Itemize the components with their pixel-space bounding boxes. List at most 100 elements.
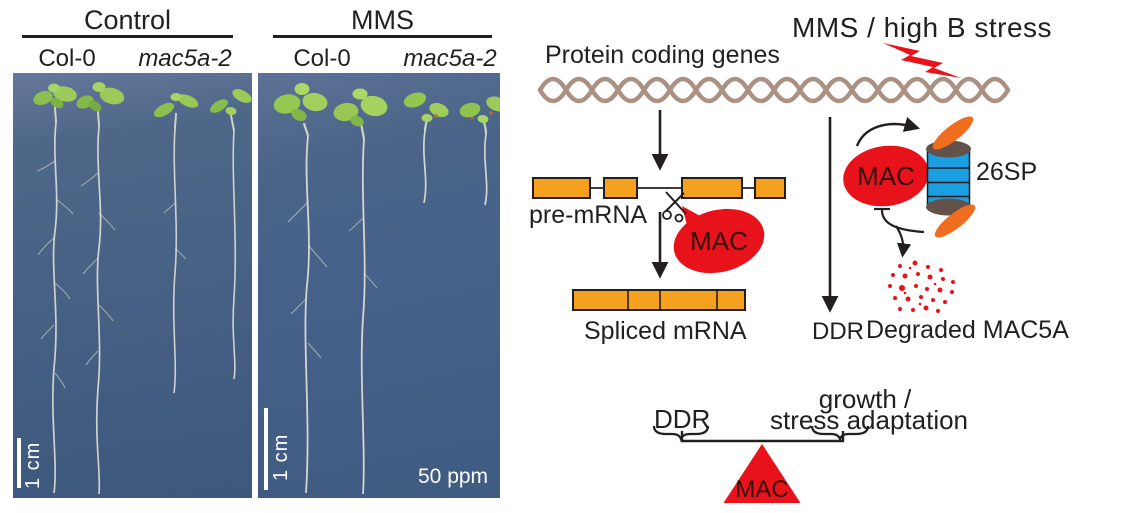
leaf: [459, 102, 481, 118]
spliced-mrna-label: Spliced mRNA: [584, 317, 747, 345]
genotype-label-col0-mms: Col-0: [293, 45, 351, 72]
mac-blob: [673, 208, 765, 274]
dna-helix-icon: [537, 76, 1011, 104]
proteasome-barrel: [926, 148, 971, 208]
primary-root: [422, 130, 427, 204]
leaf: [486, 96, 500, 112]
mac-degradation-label: MAC: [857, 161, 915, 191]
primary-root: [360, 138, 366, 495]
lateral-roots: [80, 172, 116, 366]
leaf: [153, 102, 175, 118]
hypocotyl: [174, 112, 177, 130]
exon-box: [603, 177, 638, 199]
hypocotyl: [54, 105, 57, 124]
browning-speck: [470, 116, 474, 120]
leaf: [360, 95, 388, 117]
exon-box: [681, 177, 743, 199]
leaf: [99, 87, 125, 105]
lateral-roots: [36, 160, 74, 389]
lightning-bolt-icon: [883, 43, 961, 78]
exon-box: [532, 177, 591, 199]
genotype-label-col0-control: Col-0: [38, 45, 96, 72]
leaf: [88, 100, 102, 112]
leaf: [170, 93, 182, 101]
primary-root: [95, 126, 102, 495]
lateral-roots: [287, 202, 328, 359]
leaf: [350, 115, 364, 127]
panel-control: Control Col-0 mac5a-2: [0, 0, 252, 513]
balance-growth-label-line1: growth /: [818, 384, 912, 414]
leaf: [421, 114, 433, 122]
spliced-exons: [572, 289, 746, 311]
seedling-mac5a2-2: [459, 96, 500, 206]
scale-bar-mms: [264, 408, 268, 490]
seedling-col0-1: [33, 83, 77, 494]
hypocotyl: [97, 109, 100, 128]
condition-underline-mms: [273, 35, 492, 38]
hypocotyl: [230, 114, 235, 132]
genotype-label-mac5a2-mms: mac5a-2: [403, 45, 497, 72]
primary-root: [172, 128, 178, 394]
balance-growth-label-line2: stress adaptation: [770, 405, 969, 435]
leaf: [177, 94, 199, 108]
seedlings-control-drawing: [33, 82, 252, 495]
condition-title-mms: MMS: [351, 5, 414, 35]
stress-label: MMS / high B stress: [792, 12, 1053, 43]
leaf: [352, 88, 368, 100]
condition-title-control: Control: [83, 5, 172, 35]
underbrace-right: [810, 425, 870, 443]
degraded-protein-dots: [888, 260, 955, 313]
leaf: [477, 114, 489, 124]
primary-root: [232, 130, 237, 380]
balance-mac-label: MAC: [735, 476, 789, 503]
spliced-mrna-bar: [572, 289, 746, 311]
leaf: [225, 106, 237, 116]
degradation-output-arrow: [874, 207, 925, 258]
leaf: [48, 83, 60, 93]
seedling-mac5a2-1: [153, 93, 199, 394]
ddr-label: DDR: [812, 318, 864, 345]
balance-ddr-label: DDR: [654, 404, 711, 434]
balance-fulcrum-triangle: [723, 444, 801, 503]
leaf: [92, 82, 106, 92]
degraded-mac5a-label: Degraded MAC5A: [866, 316, 1069, 344]
browning-speck: [434, 114, 438, 118]
mac-splicing-complex: [662, 191, 765, 274]
proteasome-lid-top: [932, 116, 974, 150]
mac-degradation-blob: [843, 145, 929, 207]
pre-mrna-diagram: [532, 177, 786, 199]
gene-label: Protein coding genes: [545, 41, 780, 69]
leaf: [302, 92, 328, 112]
barrel-segments: [927, 167, 970, 198]
leaf: [294, 83, 310, 95]
seedling-col0-1: [273, 83, 328, 494]
seedling-photo-mms: 1 cm 50 ppm: [258, 73, 500, 498]
scissors-icon: [662, 191, 687, 223]
balance-diagram: [652, 425, 870, 503]
hypocotyl: [302, 122, 310, 137]
mac-splicing-label: MAC: [690, 226, 748, 256]
balance-beam: [680, 431, 845, 443]
exon-box: [754, 177, 786, 199]
panel-mms: MMS Col-0 mac5a-2: [255, 0, 505, 513]
leaf: [33, 90, 53, 106]
leaf: [273, 94, 301, 114]
leaf: [232, 89, 252, 103]
seedling-photo-control: 1 cm: [13, 73, 252, 498]
primary-root: [483, 133, 488, 206]
seedling-mac5a2-1: [403, 92, 449, 204]
browning-speck: [489, 111, 493, 115]
primary-root: [52, 122, 58, 494]
leaf: [291, 108, 307, 122]
mms-concentration-label: 50 ppm: [418, 465, 489, 488]
condition-underline-control: [22, 35, 233, 38]
proteasome-label: 26SP: [976, 158, 1038, 186]
seedling-col0-2: [76, 82, 125, 495]
leaf: [429, 102, 449, 118]
primary-root: [304, 135, 310, 494]
leaf: [210, 99, 228, 113]
seedling-col0-2: [333, 88, 388, 495]
proteasome-lid-bottom: [934, 204, 976, 238]
